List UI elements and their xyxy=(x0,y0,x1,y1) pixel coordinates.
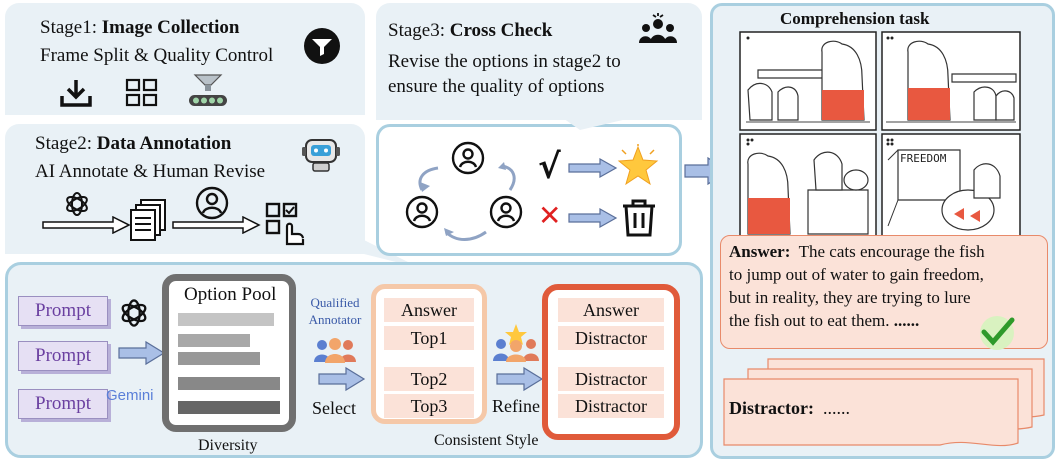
check-mark: √ xyxy=(538,147,561,187)
refine-label: Refine xyxy=(492,396,540,416)
arrow-icon xyxy=(496,366,544,392)
grid-icon xyxy=(125,78,158,107)
cross-mark: ✕ xyxy=(538,199,562,232)
stage1-panel: Stage1: Image Collection Frame Split & Q… xyxy=(5,3,365,115)
stage3-line2: ensure the quality of options xyxy=(388,76,605,97)
answer-ellipsis: ...... xyxy=(893,311,920,330)
distractor-pill: Distractor xyxy=(558,394,664,418)
gemini-logo: Gemini xyxy=(106,387,154,404)
option-bar xyxy=(178,334,250,347)
top1-pill: Top1 xyxy=(384,326,474,350)
distractor-label: Distractor: xyxy=(729,398,814,418)
arrow-icon xyxy=(568,208,618,228)
download-icon xyxy=(60,80,92,107)
annotator-group-icon xyxy=(314,338,356,363)
documents-icon xyxy=(130,199,166,241)
option-bar xyxy=(178,313,274,326)
answer-text: Answer: The cats encourage the fish to j… xyxy=(729,242,985,330)
stage1-subtitle: Frame Split & Quality Control xyxy=(40,45,274,66)
openai-icon xyxy=(121,299,147,327)
arrow-icon xyxy=(568,158,618,178)
answer-label: Answer: xyxy=(729,242,791,261)
consistent-style-label: Consistent Style xyxy=(434,432,539,449)
distractor-stack xyxy=(723,358,1045,447)
answer-pill: Answer xyxy=(558,298,664,322)
option-pool-title: Option Pool xyxy=(184,284,277,305)
select-label: Select xyxy=(312,398,356,418)
diversity-label: Diversity xyxy=(198,437,258,454)
check-circle-icon xyxy=(980,316,1015,350)
top3-pill: Top3 xyxy=(384,394,474,418)
comic-strip xyxy=(739,31,1021,241)
cycle-arrows-icon xyxy=(405,141,523,241)
refine-team-icon xyxy=(493,324,539,362)
conveyor-icon xyxy=(189,74,227,106)
openai-icon xyxy=(66,192,88,216)
stage2-subtitle: AI Annotate & Human Revise xyxy=(35,161,266,182)
trash-icon xyxy=(623,199,655,237)
arrow-icon xyxy=(318,366,366,392)
top2-pill: Top2 xyxy=(384,367,474,391)
distractor-pill: Distractor xyxy=(558,326,664,350)
prompt-box: Prompt xyxy=(18,296,108,326)
select-grid-icon xyxy=(265,202,305,246)
stage1-title: Stage1: Image Collection xyxy=(40,17,240,38)
stage2-title: Stage2: Data Annotation xyxy=(35,133,232,154)
stage3-title: Stage3: Cross Check xyxy=(388,20,553,41)
stage1-title-bold: Image Collection xyxy=(101,17,240,38)
person-icon xyxy=(195,186,229,220)
star-icon xyxy=(617,144,659,186)
stage3-line1: Revise the options in stage2 to xyxy=(388,51,621,72)
comprehension-title: Comprehension task xyxy=(780,9,930,28)
arrow-icon xyxy=(118,340,166,366)
stage2-panel: Stage2: Data Annotation AI Annotate & Hu… xyxy=(5,124,365,254)
comic-sign: FREEDOM xyxy=(900,152,947,165)
robot-icon xyxy=(302,139,340,172)
answer-pill: Answer xyxy=(384,298,474,322)
distractor-text: Distractor: ...... xyxy=(729,398,850,418)
prompt-box: Prompt xyxy=(18,389,108,419)
prompt-box: Prompt xyxy=(18,341,108,371)
bubble-tail xyxy=(560,116,640,130)
arrow-icon xyxy=(172,216,261,234)
distractor-pill: Distractor xyxy=(558,367,664,391)
option-bar xyxy=(178,352,260,365)
bubble-tail xyxy=(300,238,420,268)
filter-badge-icon xyxy=(304,28,340,64)
stage2-title-bold: Data Annotation xyxy=(96,133,232,154)
stage3-title-bold: Cross Check xyxy=(449,20,553,41)
team-icon xyxy=(639,13,677,43)
option-bar xyxy=(178,377,280,390)
qualified-label: Qualified Annotator xyxy=(308,295,362,327)
arrow-icon xyxy=(42,216,131,234)
stage3-panel: Stage3: Cross Check Revise the options i… xyxy=(376,3,702,120)
option-bar xyxy=(178,401,280,414)
